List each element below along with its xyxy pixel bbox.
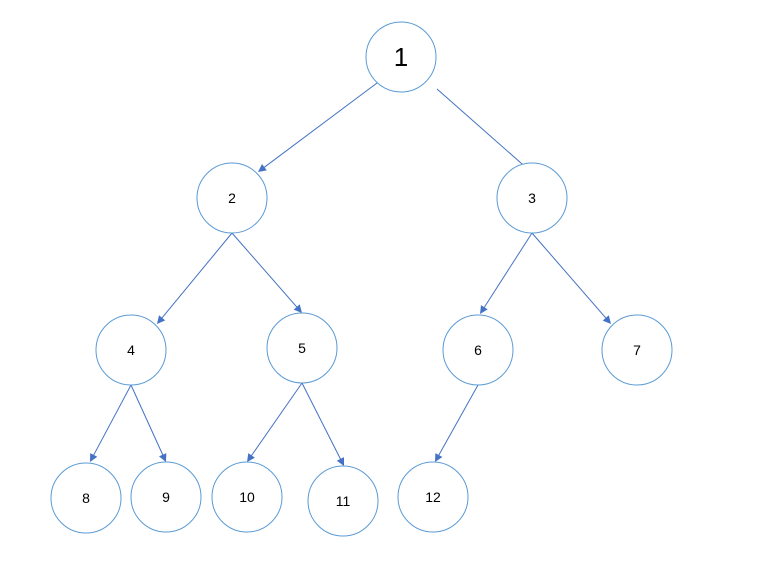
tree-node-12: 12 bbox=[397, 461, 469, 533]
node-label: 7 bbox=[633, 342, 641, 358]
tree-node-9: 9 bbox=[130, 461, 202, 533]
node-label: 2 bbox=[228, 190, 236, 206]
tree-node-6: 6 bbox=[442, 314, 514, 386]
edge-line bbox=[483, 232, 533, 309]
edge-line bbox=[231, 232, 298, 309]
edge-1-to-2 bbox=[258, 82, 378, 172]
tree-node-5: 5 bbox=[266, 312, 338, 384]
arrowhead-icon bbox=[247, 453, 255, 462]
tree-node-8: 8 bbox=[50, 462, 122, 534]
edge-line bbox=[531, 232, 607, 320]
tree-node-11: 11 bbox=[307, 465, 379, 537]
arrowhead-icon bbox=[90, 453, 98, 462]
edge-3-to-6 bbox=[480, 232, 533, 314]
edge-2-to-5 bbox=[231, 232, 302, 313]
node-circle bbox=[307, 465, 379, 537]
edge-4-to-9 bbox=[130, 384, 167, 462]
edge-5-to-11 bbox=[301, 382, 344, 466]
edge-line bbox=[436, 88, 526, 167]
arrowhead-icon bbox=[159, 453, 167, 462]
node-label: 4 bbox=[127, 342, 135, 358]
arrowhead-icon bbox=[336, 457, 344, 466]
node-circle bbox=[442, 314, 514, 386]
arrowhead-icon bbox=[602, 315, 611, 324]
node-label: 9 bbox=[162, 489, 170, 505]
arrowhead-icon bbox=[258, 164, 267, 172]
tree-node-7: 7 bbox=[601, 314, 673, 386]
edge-1-to-3 bbox=[436, 88, 530, 171]
node-label: 10 bbox=[239, 489, 255, 505]
node-label: 8 bbox=[82, 490, 90, 506]
node-circle bbox=[397, 461, 469, 533]
edge-line bbox=[92, 384, 132, 457]
node-label: 11 bbox=[336, 493, 351, 509]
edge-line bbox=[263, 82, 378, 169]
node-label: 3 bbox=[528, 190, 536, 206]
edge-line bbox=[301, 382, 342, 460]
edge-line bbox=[250, 382, 303, 457]
arrowhead-icon bbox=[480, 305, 488, 314]
edge-6-to-12 bbox=[435, 384, 479, 462]
tree-node-4: 4 bbox=[95, 314, 167, 386]
edge-2-to-4 bbox=[157, 232, 233, 324]
node-circle bbox=[365, 21, 437, 93]
node-circle bbox=[266, 312, 338, 384]
tree-node-3: 3 bbox=[496, 162, 568, 234]
edges-layer bbox=[90, 82, 611, 466]
arrowhead-icon bbox=[293, 304, 302, 313]
node-label: 12 bbox=[425, 489, 441, 505]
node-label: 1 bbox=[394, 42, 408, 72]
edge-4-to-8 bbox=[90, 384, 132, 462]
tree-node-2: 2 bbox=[196, 162, 268, 234]
node-circle bbox=[196, 162, 268, 234]
node-circle bbox=[496, 162, 568, 234]
node-circle bbox=[50, 462, 122, 534]
edge-line bbox=[437, 384, 479, 457]
edge-line bbox=[130, 384, 164, 456]
node-circle bbox=[211, 461, 283, 533]
node-circle bbox=[130, 461, 202, 533]
node-circle bbox=[601, 314, 673, 386]
tree-node-1: 1 bbox=[365, 21, 437, 93]
node-circle bbox=[95, 314, 167, 386]
node-label: 5 bbox=[298, 340, 306, 356]
edge-5-to-10 bbox=[247, 382, 303, 462]
tree-node-10: 10 bbox=[211, 461, 283, 533]
edge-line bbox=[161, 232, 233, 319]
edge-3-to-7 bbox=[531, 232, 611, 324]
arrowhead-icon bbox=[157, 315, 166, 324]
node-label: 6 bbox=[474, 342, 482, 358]
arrowhead-icon bbox=[435, 453, 443, 462]
